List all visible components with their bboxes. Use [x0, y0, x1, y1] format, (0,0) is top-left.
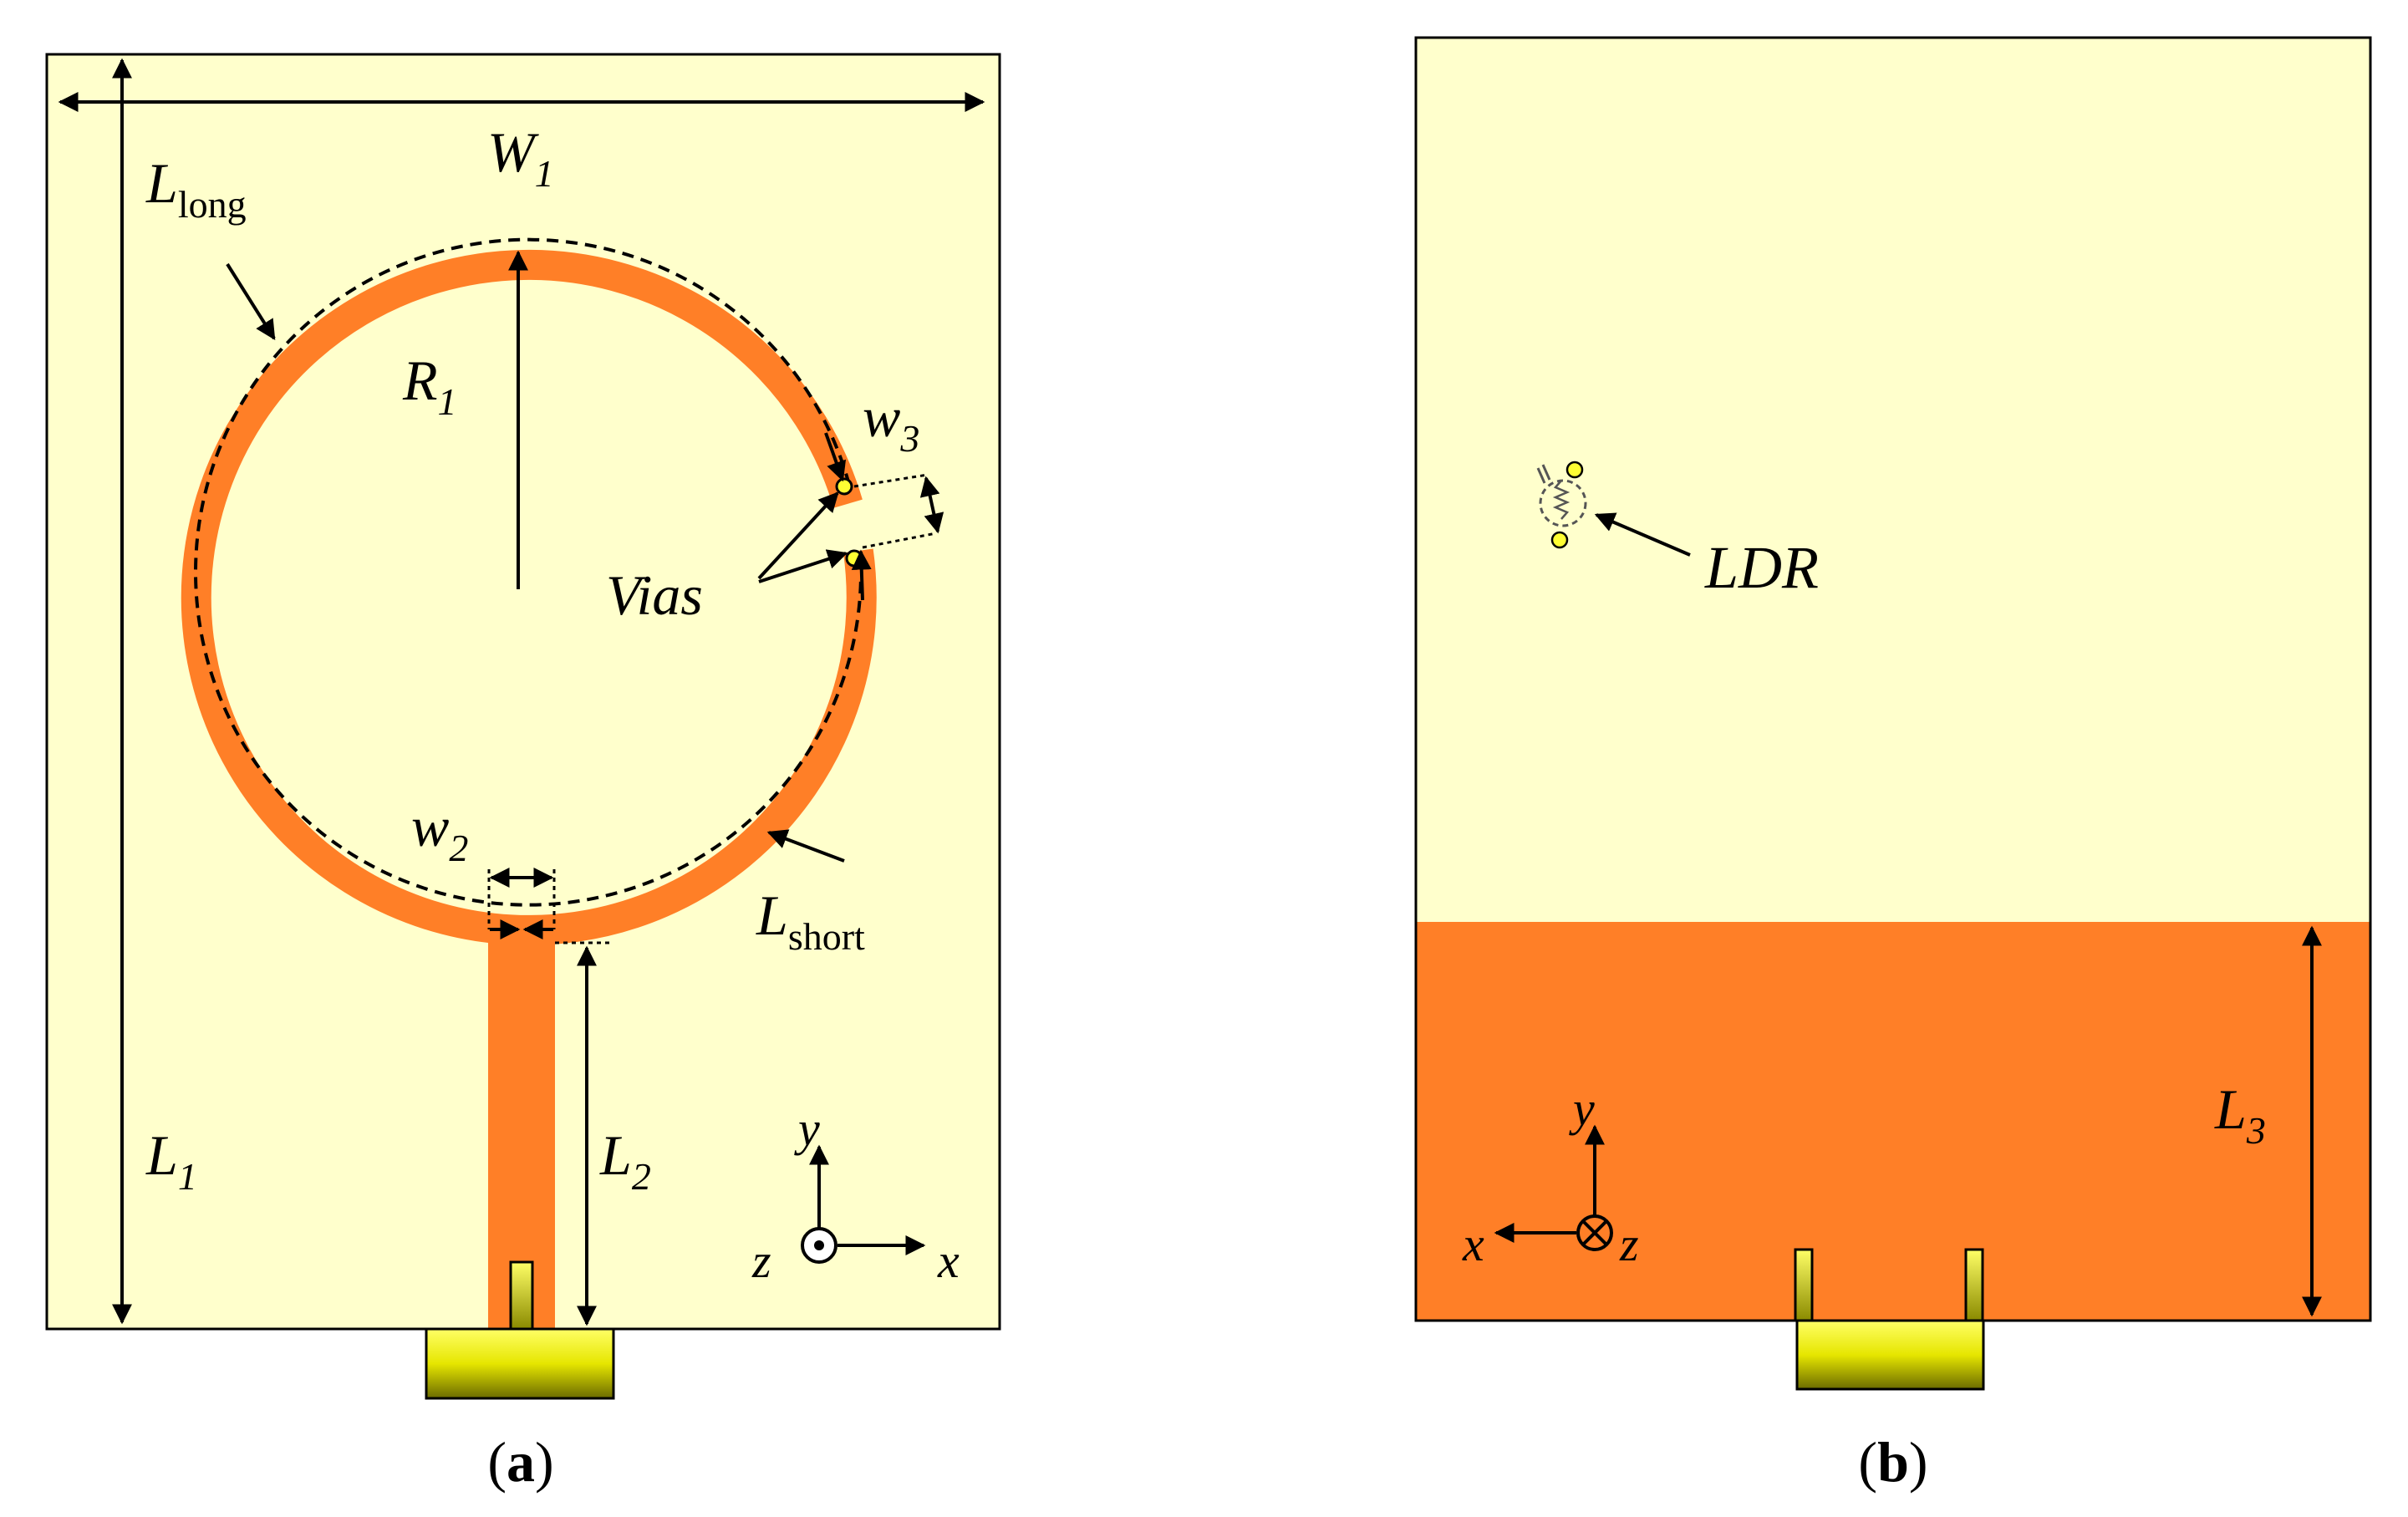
sma-connector	[425, 1327, 615, 1400]
axis-z-out-dot-icon	[814, 1240, 824, 1250]
ground-plane	[1416, 922, 2370, 1321]
l2-label: L2	[599, 1123, 651, 1198]
connector-pin-right	[1964, 1248, 1984, 1322]
lshort-label: Lshort	[756, 883, 865, 958]
panel-b-caption: (b)	[1858, 1430, 1927, 1494]
via-top	[835, 477, 853, 496]
ldr-label: LDR	[1704, 534, 1819, 601]
axis-y-label-a: y	[794, 1102, 820, 1156]
axis-x-label-b: x	[1462, 1217, 1484, 1271]
r1-label: R1	[402, 349, 457, 423]
llong-pointer-arrow	[226, 262, 276, 341]
panel-a-caption: (a)	[487, 1430, 553, 1494]
vias-label: Vias	[606, 563, 703, 627]
ldr-pointer-arrow	[1594, 512, 1691, 557]
lshort-pointer-arrow	[766, 829, 845, 863]
llong-label: Llong	[145, 151, 247, 226]
w3-top-extension	[853, 473, 929, 488]
feed-line	[488, 917, 555, 1329]
l3-label: L3	[2214, 1077, 2266, 1152]
w3-bottom-extension	[862, 532, 937, 549]
axis-x-label-a: x	[937, 1234, 960, 1288]
ring-current-path-dashed	[194, 237, 863, 907]
panel-b: LDR L3 y x z (b)	[1414, 36, 2372, 1494]
axis-z-in-icon	[1576, 1214, 1613, 1251]
feed-pin	[509, 1260, 534, 1331]
ldr-icon	[1536, 461, 1587, 549]
vias-pointer-top	[757, 491, 839, 580]
l1-label: L1	[145, 1123, 197, 1198]
w2-label: w2	[411, 795, 468, 869]
w3-dimension-arrow	[919, 476, 944, 534]
w3-bottom-arrow	[851, 549, 872, 601]
w3-pointer-arrow	[824, 432, 847, 482]
panel-a: W1 Llong R1 w3 Vias w2 Lshort L1 L2 y z …	[45, 53, 1001, 1494]
axis-z-label-a: z	[751, 1234, 771, 1288]
w3-label: w3	[863, 385, 919, 460]
axis-z-in-cross-2	[1581, 1219, 1608, 1246]
vias-pointer-bottom	[758, 549, 848, 583]
sma-connector-back	[1795, 1319, 1985, 1391]
axis-z-label-b: z	[1619, 1217, 1639, 1271]
axis-y-label-b: y	[1569, 1082, 1595, 1136]
connector-pin-left	[1794, 1248, 1814, 1322]
radiating-ring	[181, 249, 877, 945]
w1-label: W1	[487, 120, 554, 195]
